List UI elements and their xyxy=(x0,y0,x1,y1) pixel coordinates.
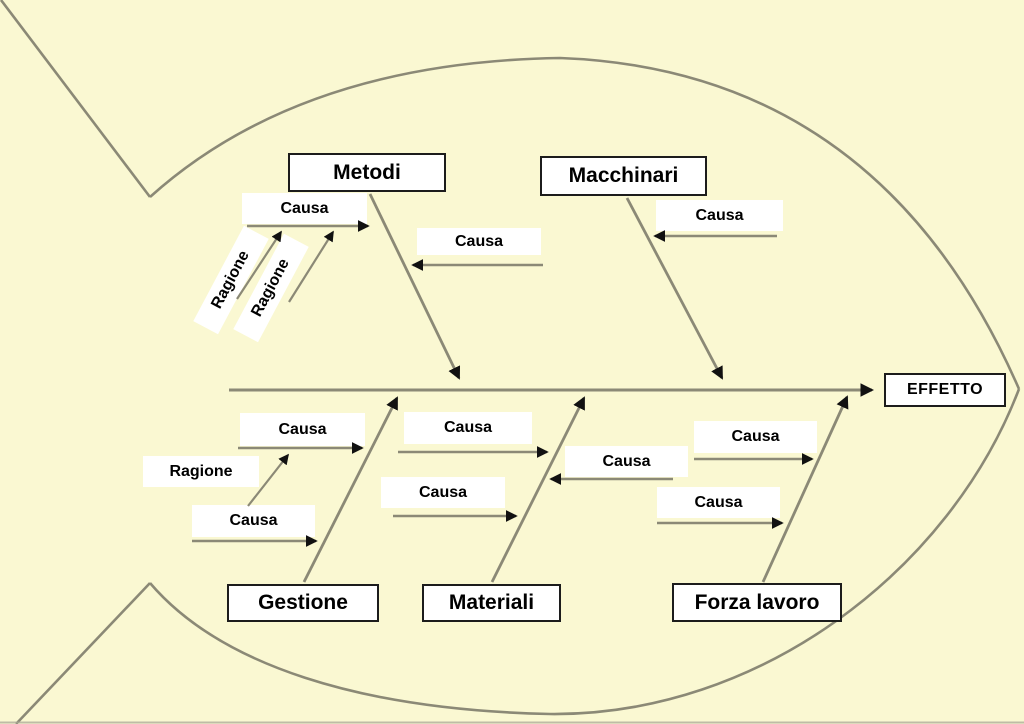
cause-label-materiali-top: Causa xyxy=(404,412,532,444)
cause-label-metodi-right: Causa xyxy=(417,228,541,255)
reason-arrow-gestione xyxy=(247,453,289,507)
cause-label-macchinari: Causa xyxy=(656,200,783,231)
category-box-materiali: Materiali xyxy=(422,584,561,622)
branch-line-macchinari xyxy=(625,197,724,380)
fish-body-bottom-curve xyxy=(149,388,1021,716)
effect-box: EFFETTO xyxy=(884,373,1006,407)
fish-tail-bottom-line xyxy=(15,582,151,724)
cause-label-gestione-top: Causa xyxy=(240,413,365,446)
branch-line-gestione xyxy=(302,396,399,583)
cause-label-materiali-bottom: Causa xyxy=(381,477,505,508)
category-box-gestione: Gestione xyxy=(227,584,379,622)
fish-tail-top-line xyxy=(0,0,152,198)
fish-body-top-curve xyxy=(149,56,1021,390)
branch-line-forza-lavoro xyxy=(761,395,849,583)
category-box-metodi: Metodi xyxy=(288,153,446,192)
cause-label-forza-bottom: Causa xyxy=(657,487,780,518)
reason-arrow-metodi-1 xyxy=(236,230,282,300)
cause-label-forza-top: Causa xyxy=(694,421,817,453)
reason-label-gestione: Ragione xyxy=(143,456,259,487)
cause-label-materiali-right: Causa xyxy=(565,446,688,477)
reason-arrow-metodi-2 xyxy=(288,230,334,303)
category-box-forza-lavoro: Forza lavoro xyxy=(672,583,842,622)
cause-label-gestione-bottom: Causa xyxy=(192,505,315,537)
category-box-macchinari: Macchinari xyxy=(540,156,707,196)
cause-label-metodi-left: Causa xyxy=(242,193,367,224)
branch-line-materiali xyxy=(490,396,586,583)
branch-line-metodi xyxy=(368,193,461,380)
